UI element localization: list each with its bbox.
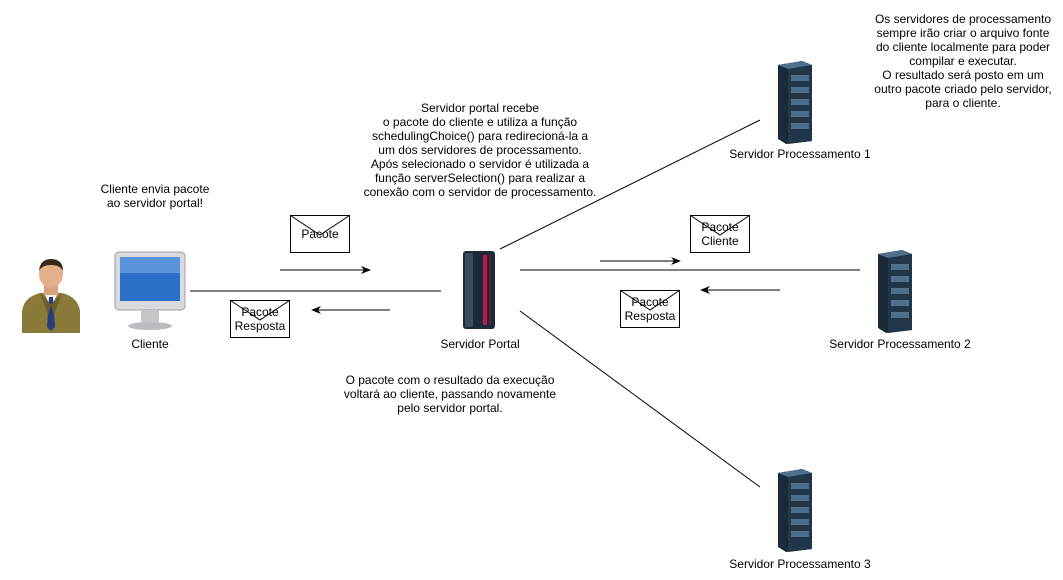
portal-note: Servidor portal recebe o pacote do clien…	[363, 101, 597, 199]
client-label: Cliente	[131, 337, 169, 351]
envelope-label: Pacote Cliente	[701, 220, 739, 248]
envelope-label: Pacote Resposta	[624, 295, 676, 323]
link-portal-proc1	[499, 119, 761, 250]
server-rack-icon	[772, 467, 816, 553]
desktop-computer-icon	[114, 251, 186, 331]
envelope-pacote-resposta-left: Pacote Resposta	[230, 300, 290, 338]
businessman-avatar-icon	[20, 257, 82, 333]
server-rack-icon	[772, 59, 816, 145]
processing-note: Os servidores de processamento sempre ir…	[874, 12, 1052, 110]
envelope-pacote-cliente: Pacote Cliente	[690, 215, 750, 253]
envelope-pacote-resposta-right: Pacote Resposta	[620, 290, 680, 328]
proc2-label: Servidor Processamento 2	[829, 337, 971, 351]
return-note: O pacote com o resultado da execução vol…	[343, 373, 557, 415]
proc3-label: Servidor Processamento 3	[729, 557, 871, 571]
proc1-label: Servidor Processamento 1	[729, 147, 871, 161]
portal-label: Servidor Portal	[440, 337, 520, 351]
client-note: Cliente envia pacote ao servidor portal!	[100, 182, 210, 210]
server-rack-icon	[872, 248, 916, 334]
envelope-pacote: Pacote	[290, 215, 350, 253]
link-portal-proc3	[519, 310, 761, 488]
portal-server-tower-icon	[459, 249, 499, 331]
envelope-label: Pacote	[301, 227, 339, 241]
envelope-label: Pacote Resposta	[234, 305, 286, 333]
